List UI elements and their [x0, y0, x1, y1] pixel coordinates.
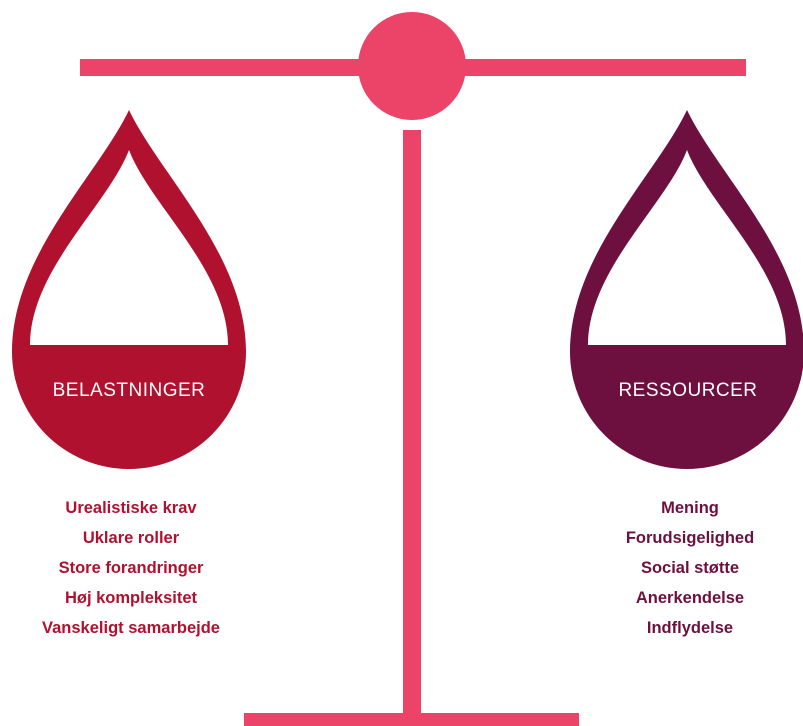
left-pan-items: Urealistiske krav Uklare roller Store fo…: [1, 493, 261, 643]
list-item: Indflydelse: [646, 619, 734, 637]
left-pan-label: BELASTNINGER: [52, 380, 206, 401]
list-item: Mening: [661, 499, 719, 517]
right-pan-items: Mening Forudsigelighed Social støtte Ane…: [560, 493, 803, 643]
list-item: Urealistiske krav: [65, 499, 197, 517]
right-pan-label: RESSOURCER: [618, 380, 758, 401]
list-item: Social støtte: [640, 559, 740, 577]
list-item: Høj kompleksitet: [64, 589, 198, 607]
list-item: Anerkendelse: [635, 589, 745, 607]
right-pan: [570, 110, 803, 469]
scale-pivot: [358, 12, 466, 120]
list-item: Forudsigelighed: [625, 529, 755, 547]
scale-base: [244, 713, 579, 726]
list-item: Uklare roller: [82, 529, 180, 547]
left-pan: [12, 110, 246, 469]
left-pan-inner: [30, 150, 228, 345]
list-item: Store forandringer: [58, 559, 204, 577]
scale-pillar: [403, 130, 421, 720]
list-item: Vanskeligt samarbejde: [42, 619, 220, 637]
right-pan-inner: [588, 150, 786, 345]
